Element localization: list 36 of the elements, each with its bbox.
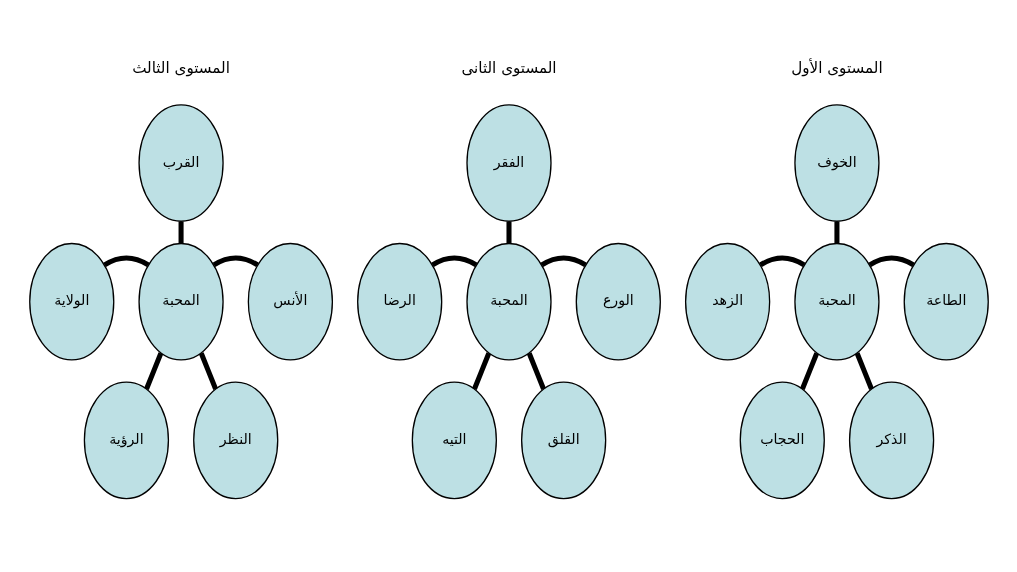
node-ellipse: الرضا xyxy=(356,242,442,361)
connector xyxy=(505,221,512,244)
node-ellipse: القلق xyxy=(520,381,606,500)
node-ellipse: النظر xyxy=(192,381,278,500)
label: المستوى الثالث xyxy=(131,59,230,78)
connector xyxy=(198,352,218,390)
node-ellipse: الحجاب xyxy=(739,381,825,500)
connector xyxy=(178,221,184,244)
node-ellipse: الأنس xyxy=(247,242,333,361)
connector xyxy=(526,352,546,390)
connector xyxy=(758,255,805,268)
node-ellipse: المحبة xyxy=(465,242,552,361)
node-ellipse: الفقر xyxy=(465,104,552,222)
connector xyxy=(540,255,587,268)
node-ellipse: الخوف xyxy=(793,104,880,222)
node-ellipse: المحبة xyxy=(137,242,224,361)
connector xyxy=(102,255,149,268)
node-ellipse: التيه xyxy=(411,381,497,500)
connector xyxy=(212,255,259,268)
connector xyxy=(430,255,477,268)
connector xyxy=(868,255,915,268)
connector xyxy=(833,221,839,244)
node-ellipse: المحبة xyxy=(793,242,880,361)
node-ellipse: الرؤية xyxy=(83,381,169,500)
label: المستوى الثانى xyxy=(460,59,557,78)
node-ellipse: الزهد xyxy=(684,242,770,361)
node-ellipse: الورع xyxy=(575,242,661,361)
node-ellipse: الذكر xyxy=(848,381,934,500)
node-ellipse: الطاعة xyxy=(903,242,989,361)
connector xyxy=(471,352,491,390)
label: المستوى الأول xyxy=(790,59,883,78)
connector xyxy=(854,352,874,390)
connector xyxy=(799,352,819,390)
connector xyxy=(143,352,163,390)
node-ellipse: الولاية xyxy=(28,242,114,361)
node-ellipse: القرب xyxy=(137,104,224,222)
